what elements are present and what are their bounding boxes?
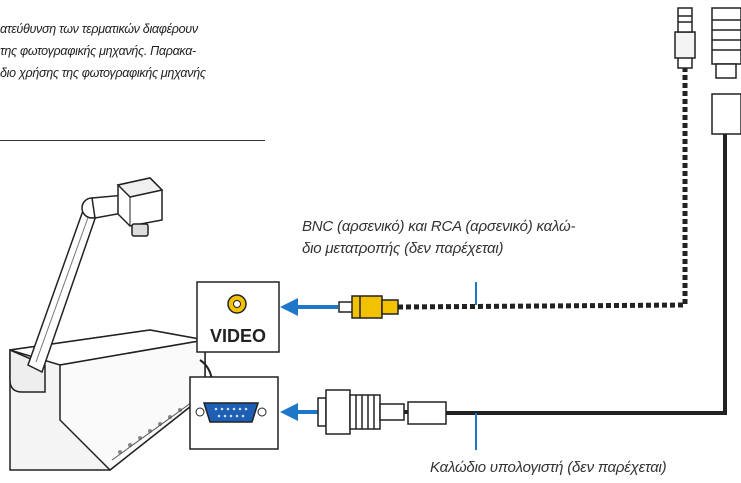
document-camera <box>9 177 214 472</box>
bnc-cable-label: BNC (αρσενικό) και RCA (αρσενικό) καλώ- … <box>302 216 575 260</box>
intro-line: διο χρήσης της φωτογραφικής μηχανής <box>0 66 206 80</box>
vga-plug-icon <box>317 389 405 435</box>
vga-port-icon <box>202 402 260 423</box>
intro-line: της φωτογραφικής μηχανής. Παρακα- <box>0 44 196 58</box>
computer-cable <box>446 100 727 415</box>
vga-connector-icon <box>711 7 741 135</box>
ferrite-core <box>407 401 447 425</box>
bnc-cable-label-line: BNC (αρσενικό) και RCA (αρσενικό) καλώ- <box>302 218 576 235</box>
section-divider <box>0 140 265 141</box>
video-port-label: VIDEO <box>209 326 266 346</box>
video-port-panel <box>196 281 280 353</box>
vga-port-panel <box>189 376 279 450</box>
rca-plug-icon <box>338 295 399 319</box>
computer-cable-label: Καλώδιο υπολογιστή (δεν παρέχεται) <box>430 459 667 476</box>
intro-line: ατεύθυνση των τερματικών διαφέρουν <box>0 22 198 36</box>
bnc-cable-label-line: διο μετατροπής (δεν παρέχεται) <box>302 240 504 257</box>
arrow-icon <box>280 298 338 316</box>
bnc-connector-icon <box>674 7 696 69</box>
arrow-icon <box>280 403 320 421</box>
intro-text: ατεύθυνση των τερματικών διαφέρουν της φ… <box>0 20 270 86</box>
bnc-adapter-cable <box>397 65 688 310</box>
